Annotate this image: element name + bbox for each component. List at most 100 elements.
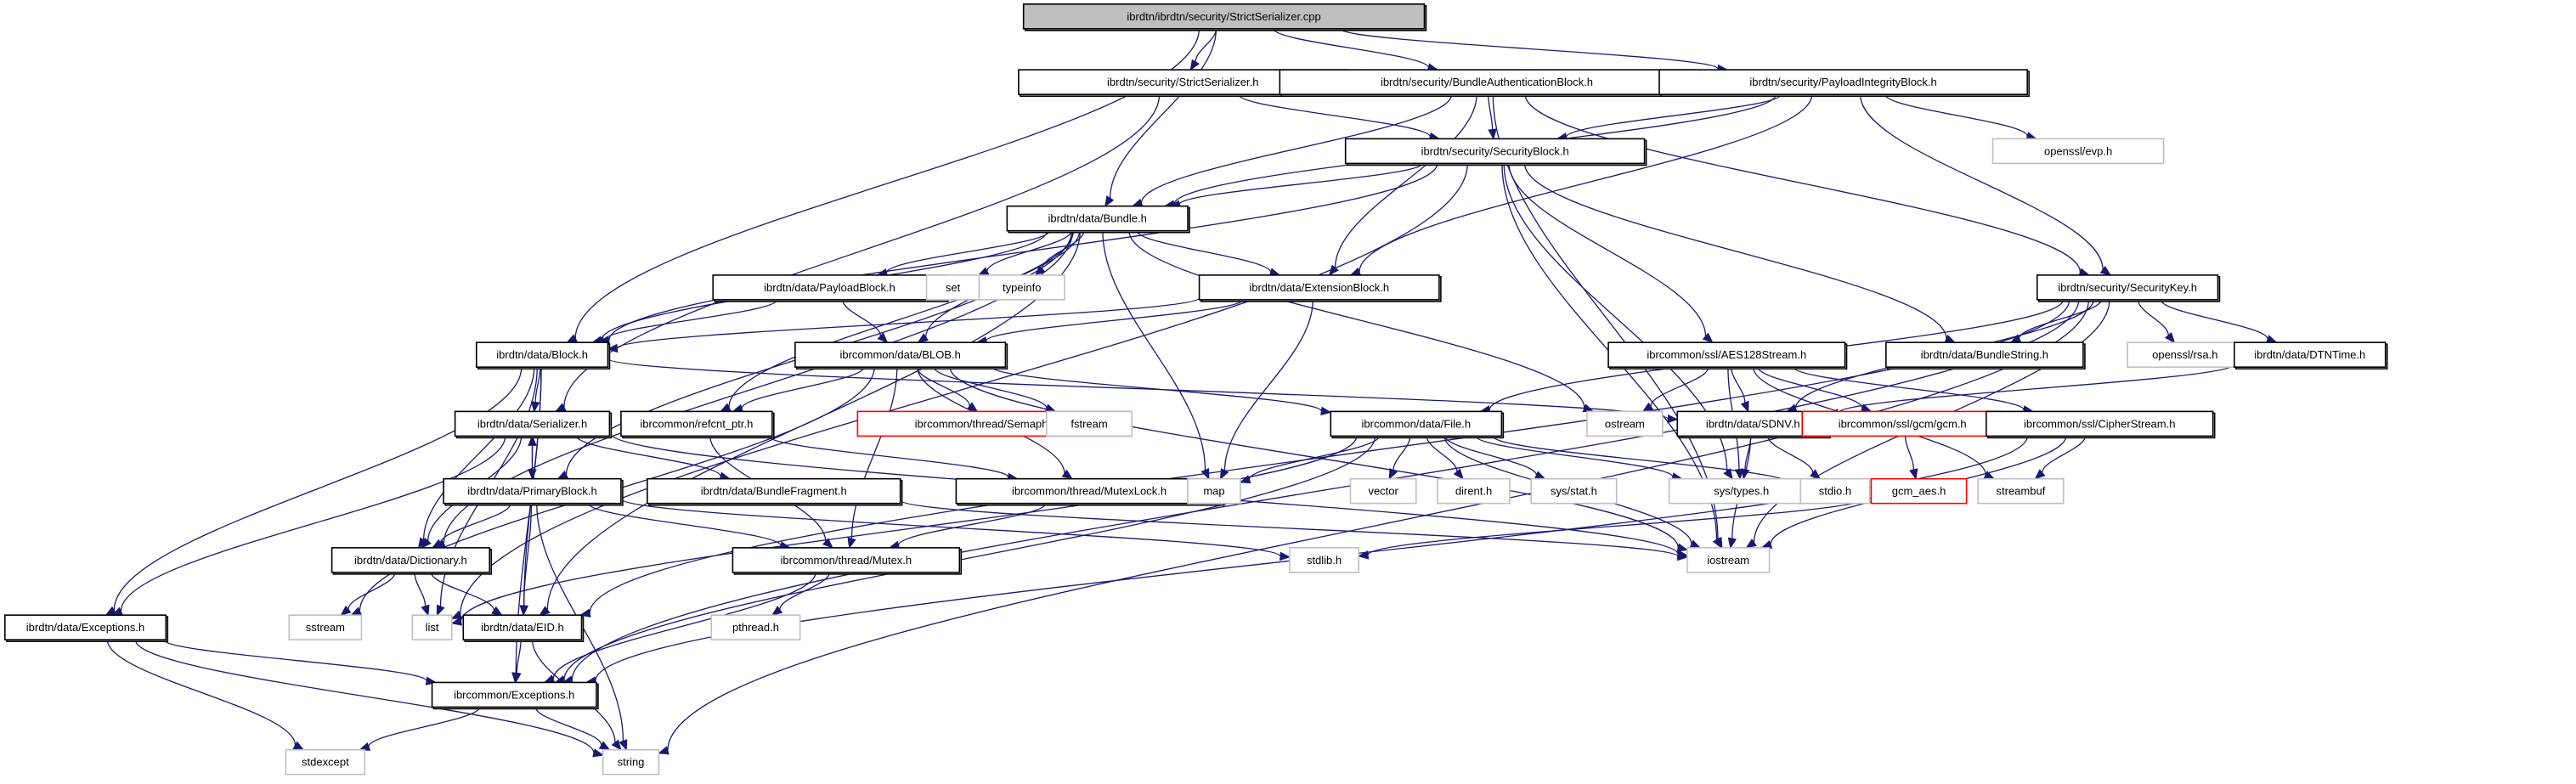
node-secblock-h[interactable]: ibrdtn/security/SecurityBlock.h (1344, 138, 1647, 166)
node-label: set (946, 281, 961, 294)
node-fragment-h[interactable]: ibrdtn/data/BundleFragment.h (647, 477, 903, 506)
edge-seckey_h-to-dtntime_h (2160, 299, 2278, 344)
node-label: ibrdtn/data/Serializer.h (477, 417, 587, 430)
edge-line (986, 230, 1072, 272)
node-primary-h[interactable]: ibrdtn/data/PrimaryBlock.h (443, 477, 624, 506)
node-set: set (925, 274, 980, 301)
edge-mutex_h-to-pthread_h (771, 572, 831, 616)
node-box (288, 614, 363, 640)
node-box (978, 274, 1065, 301)
arrowhead-icon (658, 746, 669, 755)
node-label: ibrdtn/data/BundleString.h (1921, 348, 2048, 361)
node-aes-h[interactable]: ibrcommon/ssl/AES128Stream.h (1607, 341, 1848, 369)
edge-line (991, 366, 1323, 412)
node-gcm-h[interactable]: ibrcommon/ssl/gcm/gcm.h (1801, 410, 2003, 437)
node-stat-h: sys/stat.h (1530, 477, 1618, 505)
node-label: openssl/rsa.h (2152, 348, 2217, 361)
edge-blob_h-to-mutex_h (847, 367, 898, 550)
edge-line (106, 640, 297, 746)
node-bstring-h[interactable]: ibrdtn/data/BundleString.h (1885, 341, 2086, 369)
node-mutexlock-h[interactable]: ibrcommon/thread/MutexLock.h (955, 477, 1225, 506)
arrowhead-icon (512, 672, 522, 684)
node-dexcept-h[interactable]: ibrdtn/data/Exceptions.h (4, 614, 169, 642)
edge-dtntime_h-to-sdnv_h (1827, 364, 2235, 418)
node-block-h[interactable]: ibrdtn/data/Block.h (475, 341, 611, 369)
edge-seckey_h-to-string (658, 299, 2090, 755)
node-box (2127, 341, 2244, 368)
node-refcnt-h[interactable]: ibrcommon/refcnt_ptr.h (620, 410, 775, 439)
node-blob-h[interactable]: ibrcommon/data/BLOB.h (794, 341, 1008, 369)
arrowhead-icon (1810, 469, 1822, 480)
node-label: ibrdtn/data/Exceptions.h (26, 621, 144, 634)
node-box (2036, 274, 2219, 301)
node-label: ibrcommon/ssl/AES128Stream.h (1647, 348, 1806, 361)
edge-payload_h-to-blob_h (842, 299, 889, 344)
node-box (794, 341, 1007, 368)
arrowhead-icon (1723, 468, 1733, 480)
node-dtntime-h[interactable]: ibrdtn/data/DTNTime.h (2233, 341, 2388, 369)
node-cexcept-h[interactable]: ibrcommon/Exceptions.h (431, 681, 599, 710)
edge-gcmaes_h-to-stdlib_h (1357, 496, 1873, 560)
node-list: list (411, 614, 453, 640)
node-dictionary-h[interactable]: ibrdtn/data/Dictionary.h (330, 547, 493, 575)
edge-line (620, 498, 1281, 557)
node-mutex-h[interactable]: ibrcommon/thread/Mutex.h (732, 547, 963, 575)
arrowhead-icon (1320, 406, 1332, 416)
edge-extblock_h-to-blob_h (975, 299, 1244, 346)
edge-line (1223, 299, 1313, 471)
arrowhead-icon (539, 606, 551, 616)
node-box (454, 410, 611, 437)
edge-bab_h-to-secblock_h (1488, 94, 1497, 140)
arrowhead-icon (421, 604, 430, 617)
node-file-h[interactable]: ibrcommon/data/File.h (1330, 410, 1505, 439)
node-gcmaes-h[interactable]: gcm_aes.h (1870, 477, 1968, 505)
edge-line (2160, 299, 2268, 340)
node-seckey-h[interactable]: ibrdtn/security/SecurityKey.h (2036, 274, 2221, 302)
edge-secblock_h-to-bstring_h (1523, 163, 1957, 343)
edge-line (1523, 163, 1947, 339)
node-bundle-h[interactable]: ibrdtn/data/Bundle.h (1006, 205, 1190, 234)
arrowhead-icon (105, 606, 117, 616)
node-label: stdexcept (302, 756, 349, 769)
node-box (620, 410, 773, 437)
arrowhead-icon (1280, 551, 1291, 561)
node-eid-h[interactable]: ibrdtn/data/EID.h (462, 614, 585, 642)
edge-bundle_h-to-map (1102, 230, 1210, 480)
node-root[interactable]: ibrdtn/ibrdtn/security/StrictSerializer.… (1022, 3, 1427, 31)
edge-line (1102, 230, 1206, 471)
node-label: ibrdtn/security/BundleAuthenticationBloc… (1381, 76, 1593, 88)
node-bab-h[interactable]: ibrdtn/security/BundleAuthenticationBloc… (1279, 69, 1697, 97)
edge-line (563, 436, 1376, 680)
node-label: ibrcommon/Exceptions.h (454, 688, 574, 701)
arrowhead-icon (1104, 195, 1115, 207)
node-box (1279, 69, 1695, 95)
node-serializer-h[interactable]: ibrdtn/data/Serializer.h (454, 410, 613, 439)
node-box (2233, 341, 2387, 368)
edge-root-to-bundle_h (1104, 28, 1217, 207)
edge-line (1444, 436, 1538, 476)
arrowhead-icon (847, 537, 856, 550)
node-label: ibrdtn/security/StrictSerializer.h (1107, 76, 1258, 88)
node-payload-h[interactable]: ibrdtn/data/PayloadBlock.h (712, 274, 949, 302)
node-label: ibrdtn/data/PrimaryBlock.h (467, 485, 596, 498)
edge-strictser_h-to-secblock_h (1238, 93, 1441, 142)
node-label: ibrdtn/security/SecurityBlock.h (1421, 144, 1569, 157)
node-pib-h[interactable]: ibrdtn/security/PayloadIntegrityBlock.h (1658, 69, 2030, 97)
node-label: ostream (1605, 417, 1645, 430)
node-label: stdio.h (1819, 485, 1851, 498)
node-extblock-h[interactable]: ibrdtn/data/ExtensionBlock.h (1198, 274, 1442, 302)
node-stdexcept: stdexcept (285, 748, 366, 776)
node-cipher-h[interactable]: ibrcommon/ssl/CipherStream.h (1986, 410, 2216, 439)
edge-line (534, 707, 602, 746)
node-box (1289, 547, 1359, 573)
edge-line (986, 299, 1244, 341)
edge-line (120, 436, 506, 612)
node-label: sys/stat.h (1551, 485, 1597, 498)
arrowhead-icon (1189, 59, 1200, 71)
edge-line (1837, 364, 2235, 415)
node-label: dirent.h (1455, 485, 1492, 498)
node-box (1986, 410, 2214, 437)
arrowhead-icon (1388, 468, 1398, 480)
edge-blob_h-to-file_h (991, 366, 1332, 416)
node-label: ibrdtn/data/Bundle.h (1048, 212, 1147, 225)
